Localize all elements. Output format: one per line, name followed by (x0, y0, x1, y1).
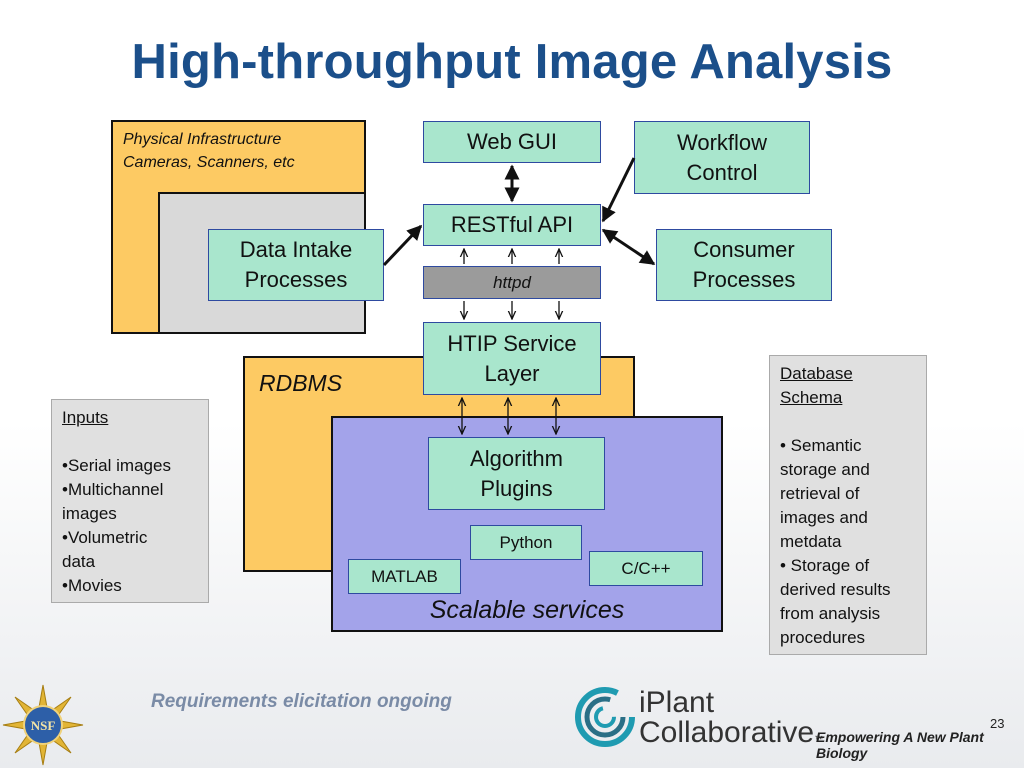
restful-api-box: RESTful API (423, 204, 601, 246)
schema-line: storage and (780, 460, 870, 479)
inputs-heading: Inputs (62, 408, 109, 427)
htip-line2: Layer (484, 360, 540, 386)
database-schema-note: Database Schema • Semantic storage and r… (769, 355, 927, 655)
nsf-logo: NSF (2, 684, 84, 766)
workflow-line1: Workflow (676, 129, 768, 155)
schema-line: retrieval of (780, 484, 860, 503)
schema-line: • Semantic (780, 436, 862, 455)
inputs-item: data (62, 552, 96, 571)
iplant-logo-icon (575, 687, 635, 747)
workflow-line2: Control (686, 159, 758, 185)
iplant-line2: Collaborative™ (639, 718, 823, 754)
slide-title: High-throughput Image Analysis (131, 35, 893, 89)
cpp-box: C/C++ (589, 551, 703, 586)
schema-heading-line1: Database (780, 364, 853, 383)
iplant-collaborative-text: Collaborative (639, 716, 815, 749)
matlab-box: MATLAB (348, 559, 461, 594)
algorithm-line1: Algorithm (470, 445, 563, 471)
tagline: Empowering A New Plant Biology (816, 729, 984, 761)
web-gui-box: Web GUI (423, 121, 601, 163)
intake-restful-arrow (382, 224, 423, 267)
nsf-text: NSF (31, 718, 56, 733)
physical-infrastructure-label: Physical Infrastructure Cameras, Scanner… (123, 128, 295, 174)
trademark-symbol: ™ (814, 734, 824, 744)
inputs-item: images (62, 504, 117, 523)
consumer-line2: Processes (692, 267, 796, 292)
physical-label-line2: Cameras, Scanners, etc (123, 154, 295, 171)
httpd-box: httpd (423, 266, 601, 299)
python-box: Python (470, 525, 582, 560)
workflow-restful-arrow (601, 157, 636, 223)
inputs-note: Inputs •Serial images •Multichannel imag… (51, 399, 209, 603)
requirements-note: Requirements elicitation ongoing (151, 691, 452, 712)
schema-line: images and (780, 508, 868, 527)
rdbms-label: RDBMS (259, 370, 343, 396)
schema-line: procedures (780, 628, 866, 647)
iplant-logo-text: iPlant Collaborative™ (639, 688, 823, 754)
htip-service-box: HTIP Service Layer (423, 322, 601, 395)
consumer-line1: Consumer (693, 237, 795, 262)
schema-line: • Storage of (780, 556, 870, 575)
workflow-control-box: Workflow Control (634, 121, 810, 194)
data-intake-line1: Data Intake (239, 237, 353, 262)
page-number: 23 (990, 716, 1005, 731)
data-intake-box: Data Intake Processes (208, 229, 384, 301)
schema-line: derived results (780, 580, 891, 599)
consumer-processes-box: Consumer Processes (656, 229, 832, 301)
data-intake-line2: Processes (244, 267, 348, 292)
inputs-item: •Volumetric (62, 528, 148, 547)
iplant-line1: iPlant (639, 686, 715, 719)
scalable-services-label: Scalable services (429, 596, 625, 624)
inputs-item: •Movies (62, 576, 122, 595)
algorithm-line2: Plugins (480, 475, 553, 501)
htip-line1: HTIP Service (447, 330, 577, 356)
physical-label-line1: Physical Infrastructure (123, 131, 282, 148)
schema-line: metdata (780, 532, 842, 551)
schema-heading-line2: Schema (780, 388, 843, 407)
schema-line: from analysis (780, 604, 881, 623)
algorithm-plugins-box: Algorithm Plugins (428, 437, 605, 510)
inputs-item: •Serial images (62, 456, 171, 475)
restful-consumer-arrow (601, 228, 656, 266)
inputs-item: •Multichannel (62, 480, 164, 499)
